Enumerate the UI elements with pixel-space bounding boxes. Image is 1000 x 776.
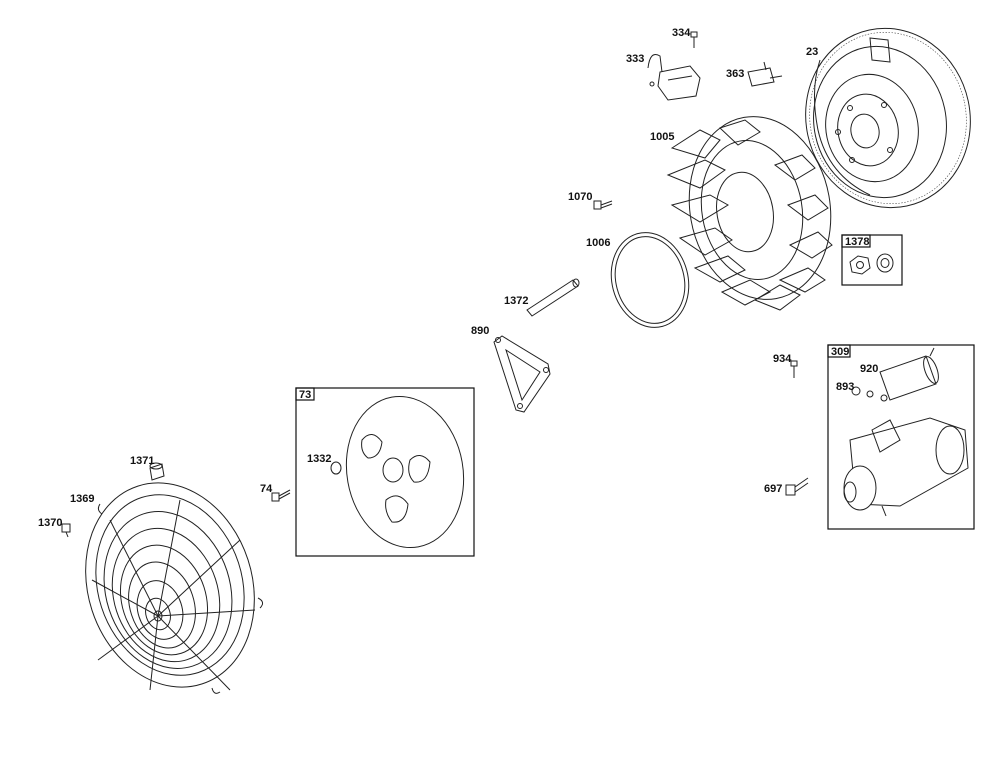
label-333: 333 [626,53,644,65]
box-73-tab [295,387,315,401]
label-1370: 1370 [38,517,62,529]
label-1378: 1378 [845,236,869,248]
label-920: 920 [860,363,878,375]
label-73: 73 [299,389,311,401]
label-1371: 1371 [130,455,154,467]
spacer-1371-part [149,462,165,481]
label-1332: 1332 [307,453,331,465]
fan-wheel-part [666,116,833,311]
terminal-363-part [747,61,783,87]
solenoid-920-part [879,347,939,401]
screw-1370-part [61,523,71,538]
gasket-1006-part [610,232,690,328]
label-334: 334 [672,27,691,39]
bracket-890-part [493,335,551,413]
bolt-1070-part [593,200,613,210]
box-73 [295,387,475,557]
label-893: 893 [836,381,854,393]
label-1372: 1372 [504,295,528,307]
nut-893-part [851,386,888,402]
box-309 [827,344,975,530]
label-363: 363 [726,68,744,80]
screw-334-part [690,31,698,48]
disc-73-part [330,395,465,549]
box-1378 [841,234,903,286]
starter-motor-part [843,417,969,517]
box-1378-tab [841,234,871,248]
ignition-module-333-part [647,54,701,101]
bolt-934-part [790,360,798,378]
label-1005: 1005 [650,131,674,143]
label-934: 934 [773,353,792,365]
label-890: 890 [471,325,489,337]
label-74: 74 [260,483,273,495]
flywheel-part [805,27,971,209]
label-309: 309 [831,346,849,358]
screw-74-part [271,489,291,502]
label-23: 23 [806,46,818,58]
nut-washer-1378-part [849,253,894,275]
box-309-tab [827,344,851,358]
label-1369: 1369 [70,493,94,505]
pin-1372-part [526,278,580,317]
fan-guard-1369-part [85,482,264,694]
label-1006: 1006 [586,237,610,249]
bolt-697-part [785,477,809,496]
label-697: 697 [764,483,782,495]
label-1070: 1070 [568,191,592,203]
